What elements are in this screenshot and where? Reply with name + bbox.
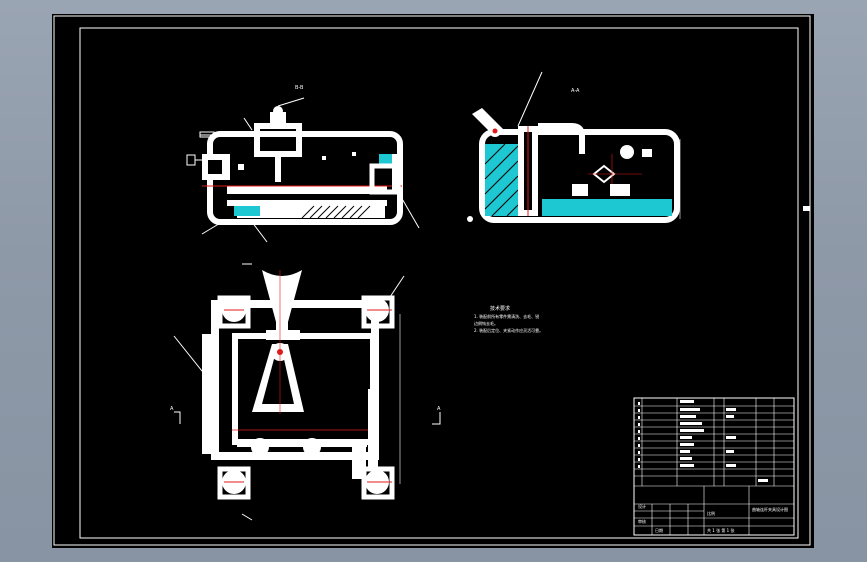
inner-frame: [79, 27, 799, 539]
technical-notes: 技术要求 1. 装配前所有零件需清洗、去毛、锐 边倒钝去毛。 2. 装配后定位、…: [474, 305, 543, 333]
drawing-title: 曲轴连杆夹具设计图: [752, 506, 788, 512]
section-view[interactable]: A-A: [467, 71, 681, 223]
date-label: 日期: [655, 527, 663, 533]
plan-view[interactable]: A A: [170, 263, 441, 521]
notes-line1b: 边倒钝去毛。: [474, 320, 498, 326]
scale-label: 比例: [707, 510, 715, 516]
notes-title: 技术要求: [490, 305, 510, 312]
cad-drawing: B-B: [53, 15, 811, 546]
outer-frame: [53, 15, 811, 546]
side-view-label: B-B: [295, 85, 304, 91]
checker-label: 审核: [638, 518, 646, 524]
section-view-label: A-A: [571, 88, 580, 94]
section-mark-right: A: [437, 406, 441, 412]
title-block[interactable]: 曲轴连杆夹具设计图 设计 审核 比例 共 1 张 第 1 张 日期: [633, 397, 795, 536]
square-marker-icon: [803, 206, 810, 211]
sheet-label: 共 1 张 第 1 张: [707, 527, 734, 533]
notes-line2: 2. 装配后定位、夹紧动作应灵活可靠。: [474, 327, 543, 333]
section-mark-left: A: [170, 406, 174, 412]
notes-line1: 1. 装配前所有零件需清洗、去毛、锐: [474, 313, 539, 319]
side-view[interactable]: B-B: [186, 85, 420, 243]
designer-label: 设计: [638, 503, 646, 509]
drawing-canvas[interactable]: B-B: [52, 14, 814, 548]
